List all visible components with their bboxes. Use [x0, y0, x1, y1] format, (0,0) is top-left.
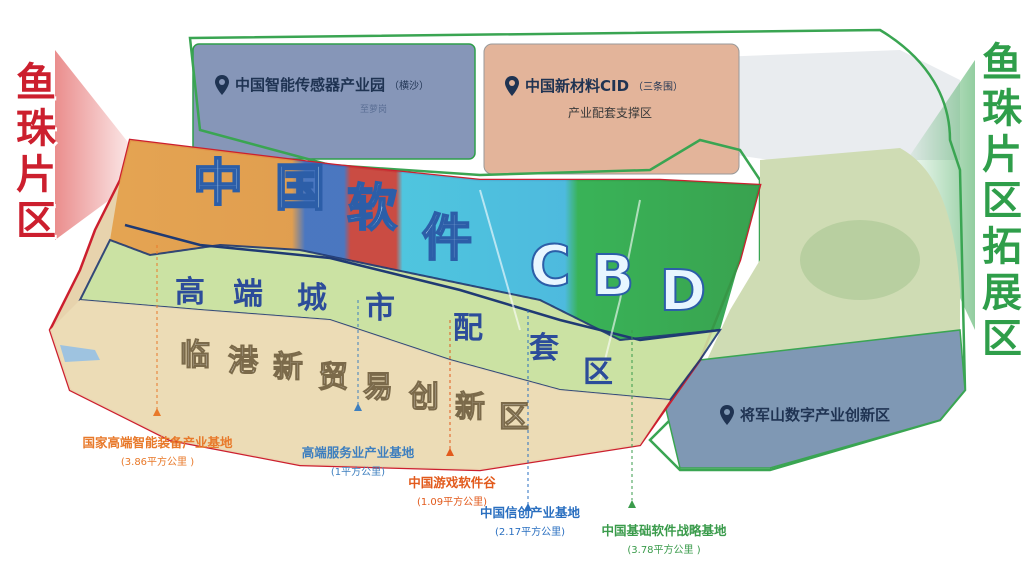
- title-char: 珠: [16, 106, 56, 152]
- title-char: 鱼: [16, 60, 56, 106]
- title-char: 片: [982, 132, 1022, 178]
- title-char: 鱼: [982, 40, 1022, 86]
- trade-char: 创: [408, 380, 439, 415]
- base-name: 高端服务业产业基地: [301, 445, 415, 460]
- trade-char: 临: [180, 338, 210, 373]
- trade-char: 易: [363, 370, 393, 405]
- road: [599, 199, 641, 381]
- jiangjunshan-block[interactable]: [664, 329, 966, 469]
- support-zone-text: 产业配套支撑区: [568, 106, 653, 120]
- title-char: 片: [16, 152, 56, 198]
- base-name: 国家高端智能装备产业基地: [82, 435, 233, 450]
- base-area: (1.09平方公里): [416, 497, 488, 508]
- base-name: 中国信创产业基地: [479, 505, 580, 520]
- cbd-char: 软: [347, 179, 397, 237]
- cbd-char: B: [592, 244, 635, 309]
- band-divider: [124, 223, 721, 342]
- hill-area: [800, 220, 920, 300]
- new-material-block[interactable]: [483, 43, 740, 175]
- location-pin-icon: [720, 404, 734, 425]
- title-char: 珠: [982, 86, 1022, 132]
- trade-char: 贸: [318, 360, 348, 395]
- base-label-high-end-service[interactable]: 高端服务业产业基地 (1平方公里): [288, 442, 428, 478]
- base-area: (1平方公里): [330, 467, 386, 478]
- high-end-char: 套: [529, 331, 559, 366]
- base-label-intelligent-equipment[interactable]: 国家高端智能装备产业基地 (3.86平方公里 ): [70, 432, 245, 468]
- base-area: (2.17平方公里): [494, 527, 566, 538]
- yuzhu-expansion-title: 鱼 珠 片 区 拓 展 区: [978, 40, 1026, 362]
- expansion-outline: [188, 28, 967, 472]
- new-material-label[interactable]: 中国新材料CID （三条围）: [505, 75, 683, 96]
- high-end-char: 高: [175, 275, 205, 310]
- high-end-char: 市: [365, 291, 395, 326]
- sensor-park-name: 中国智能传感器产业园: [235, 76, 386, 94]
- title-char: 拓: [982, 224, 1022, 270]
- high-end-char: 配: [453, 311, 483, 346]
- left-beam: [55, 50, 150, 240]
- trade-band[interactable]: [50, 300, 670, 470]
- trade-char: 港: [228, 344, 259, 379]
- cbd-char: 国: [275, 159, 325, 217]
- title-char: 区: [982, 316, 1022, 362]
- base-label-basic-software[interactable]: 中国基础软件战略基地 (3.78平方公里 ): [584, 520, 744, 556]
- yuzhu-district-title: 鱼 珠 片 区: [12, 60, 60, 244]
- road: [479, 189, 521, 331]
- title-char: 区: [982, 178, 1022, 224]
- base-markers: [153, 403, 636, 511]
- cbd-char: 件: [422, 209, 472, 267]
- trade-char: 新: [273, 350, 303, 385]
- title-char: 展: [982, 270, 1022, 316]
- new-material-name: 中国新材料CID: [525, 77, 630, 95]
- base-name: 中国基础软件战略基地: [601, 523, 727, 538]
- river: [60, 345, 100, 362]
- base-label-game-software[interactable]: 中国游戏软件谷 (1.09平方公里): [392, 472, 512, 508]
- high-end-char: 城: [297, 281, 327, 316]
- sensor-park-note: （横沙）: [389, 81, 430, 92]
- high-end-char: 区: [583, 355, 613, 390]
- cbd-char: 中: [193, 154, 243, 212]
- base-area: (3.86平方公里 ): [120, 457, 195, 468]
- software-cbd-band[interactable]: [110, 140, 760, 340]
- jiangjunshan-label[interactable]: 将军山数字产业创新区: [720, 404, 890, 425]
- sensor-park-block[interactable]: [192, 43, 476, 160]
- trade-char: 新: [455, 390, 485, 425]
- location-pin-icon: [505, 75, 519, 96]
- cbd-char: D: [660, 259, 706, 324]
- jiangjunshan-name: 将军山数字产业创新区: [740, 406, 891, 424]
- location-pin-icon: [215, 74, 229, 95]
- place-luogang: 至萝岗: [360, 105, 388, 115]
- base-label-xinchuang[interactable]: 中国信创产业基地 (2.17平方公里): [470, 502, 590, 538]
- trade-char: 区: [499, 400, 529, 435]
- base-area: (3.78平方公里 ): [627, 545, 701, 556]
- base-name: 中国游戏软件谷: [408, 475, 496, 490]
- base-leaders: [156, 245, 633, 505]
- title-char: 区: [16, 198, 56, 244]
- sensor-park-label[interactable]: 中国智能传感器产业园 （横沙）: [215, 74, 429, 95]
- cbd-char: C: [529, 234, 570, 299]
- high-end-char: 端: [233, 277, 263, 312]
- high-end-band[interactable]: [78, 238, 723, 402]
- new-material-note: （三条围）: [633, 82, 684, 93]
